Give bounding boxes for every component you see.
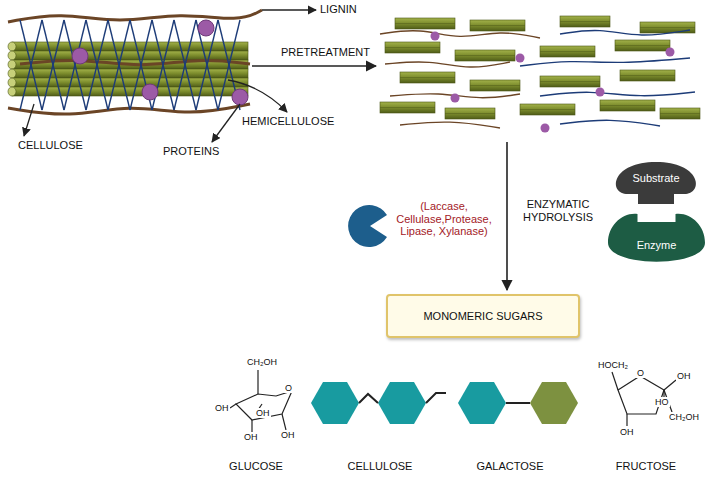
enzyme-outline [608,208,705,266]
process-arrow [506,142,508,290]
atom-label: CH₂OH [668,412,700,422]
part-label: CELLULOSE [18,139,83,152]
node-text: MONOMERIC SUGARS [423,310,542,322]
atom-label: O [284,383,293,393]
cellulose-symbol [311,382,446,424]
enzyme-list: (Laccase, Cellulase,Protease, Lipase, Xy… [388,200,500,238]
lignocellulose-fibre [8,10,262,114]
part-label: PROTEINS [163,145,219,158]
part-label: HEMICELLULOSE [242,115,334,128]
sugar-name: GLUCOSE [229,460,283,473]
atom-label: OH [676,371,692,381]
atom-label: OH [619,427,635,437]
step-label: PRETREATMENT [281,46,370,59]
part-label: LIGNIN [320,3,357,16]
pretreated-fibres [380,16,700,133]
atom-label: CH₂OH [246,357,278,367]
leader-arrow [262,9,316,10]
glucose-structure [230,370,292,432]
sugar-name: GALACTOSE [476,460,543,473]
process-arrow [252,65,376,67]
atom-label: HOCH₂ [597,360,629,370]
atom-label: HO [654,397,670,407]
atom-label: OH [214,403,230,413]
sugar-name: FRUCTOSE [616,460,676,473]
leader-arrow [24,104,34,136]
galactose-symbol [458,382,578,424]
leader-arrow [212,104,240,142]
atom-label: OH [255,408,271,418]
atom-label: OH [280,430,296,440]
sugar-name: CELLULOSE [348,460,413,473]
substrate-shape: Substrate [612,160,700,204]
step-label: ENZYMATIC HYDROLYSIS [516,198,600,223]
enzyme-icon [348,205,387,247]
node-text: Enzyme [637,239,677,251]
fructose-structure [612,372,676,426]
atom-label: OH [243,432,259,442]
enzyme-shape: Enzyme [608,208,705,266]
result-box: MONOMERIC SUGARS [386,294,580,338]
atom-label: O [636,368,645,378]
node-text: Substrate [632,172,679,184]
